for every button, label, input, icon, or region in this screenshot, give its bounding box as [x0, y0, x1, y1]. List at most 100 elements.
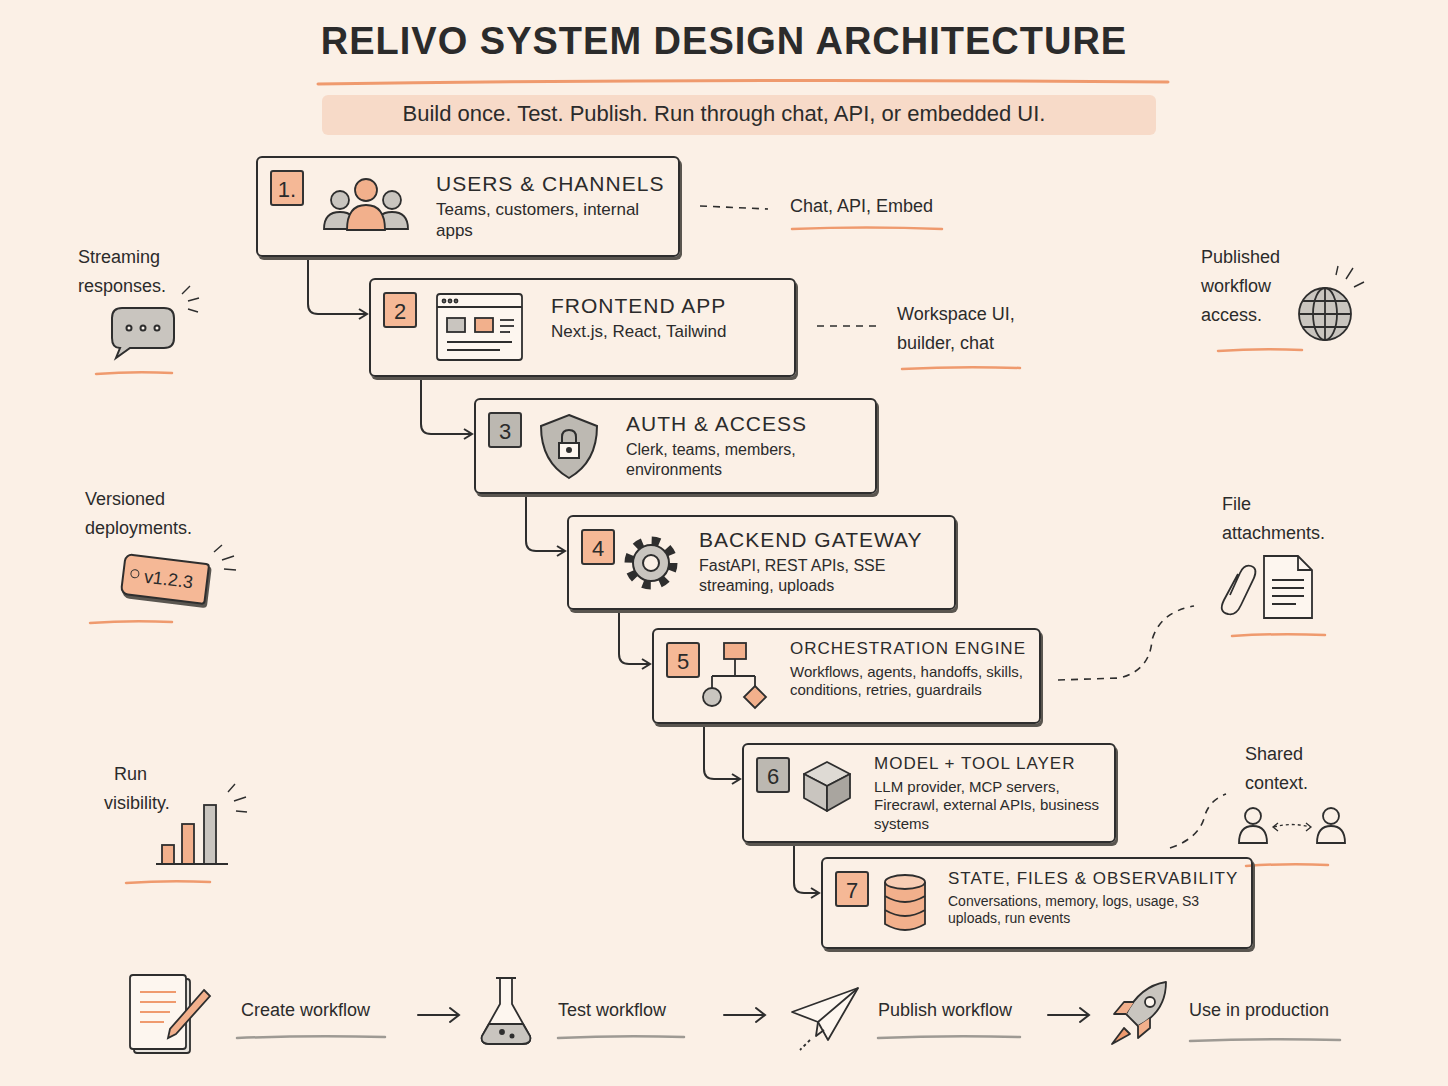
- box-heading: ORCHESTRATION ENGINE: [790, 638, 1026, 660]
- chat-bubble-icon-part: [182, 286, 199, 312]
- paper-plane-icon-part: [792, 988, 858, 1040]
- tag-sparkle: [214, 545, 236, 570]
- globe-icon: [1299, 266, 1364, 340]
- gear-icon-part: [643, 555, 659, 571]
- shared-people-icon-part: [1317, 826, 1345, 843]
- layer-box: 2FRONTEND APPNext.js, React, Tailwind: [369, 278, 796, 377]
- database-icon-part: [885, 896, 925, 916]
- flowchart-icon-part: [744, 686, 766, 708]
- underlines-part: [126, 881, 210, 883]
- box-heading: BACKEND GATEWAY: [699, 526, 922, 553]
- attachment-icon: [1222, 556, 1312, 618]
- tag-text: v1.2.3: [142, 558, 200, 602]
- version-tag: v1.2.3: [120, 553, 210, 605]
- flask-icon-part: [500, 1030, 504, 1034]
- box-text: BACKEND GATEWAYFastAPI, REST APIs, SSE s…: [699, 517, 954, 603]
- side-note: Versioned deployments.: [85, 485, 235, 543]
- underlines-part: [96, 372, 172, 374]
- side-note: Streaming responses.: [78, 243, 188, 301]
- bar-chart-icon-part: [228, 784, 247, 812]
- bottom-underlines-part: [1190, 1039, 1340, 1041]
- globe-icon-part: [1299, 313, 1351, 315]
- chat-bubble-icon-part: [141, 326, 146, 331]
- box-heading: USERS & CHANNELS: [436, 170, 664, 197]
- step-label: Create workflow: [241, 996, 411, 1025]
- cube-icon: [804, 762, 850, 811]
- shared-people-icon-part: [1239, 826, 1267, 843]
- shared-people-icon: [1239, 808, 1345, 843]
- notepad-icon-part: [130, 975, 186, 1049]
- rocket-icon-part: [1145, 997, 1155, 1007]
- flow-connector: [619, 610, 650, 664]
- layer-box: 4BACKEND GATEWAYFastAPI, REST APIs, SSE …: [567, 515, 956, 610]
- box-text: USERS & CHANNELSTeams, customers, intern…: [436, 158, 678, 250]
- box-body: Workflows, agents, handoffs, skills, con…: [790, 663, 1029, 700]
- people-icon-part: [331, 191, 349, 209]
- title: RELIVO SYSTEM DESIGN ARCHITECTURE: [0, 20, 1448, 63]
- flask-icon-part: [482, 978, 531, 1044]
- side-note: Published workflow access.: [1201, 243, 1293, 329]
- caption: Build once. Test. Publish. Run through c…: [0, 101, 1448, 127]
- box-heading: STATE, FILES & OBSERVABILITY: [948, 868, 1238, 890]
- layer-box: 6MODEL + TOOL LAYERLLM provider, MCP ser…: [742, 743, 1116, 843]
- box-body: Conversations, memory, logs, usage, S3 u…: [948, 893, 1241, 927]
- gear-icon: [629, 541, 673, 585]
- layer-box: 7STATE, FILES & OBSERVABILITYConversatio…: [821, 857, 1253, 949]
- database-icon: [885, 875, 925, 930]
- attachment-icon-part: [1298, 556, 1312, 570]
- layer-box: 3 AUTH & ACCESSClerk, teams, members, env…: [474, 398, 877, 494]
- browser-icon-part: [475, 318, 493, 332]
- shield-icon: [541, 415, 597, 478]
- shared-people-icon-part: [1245, 808, 1261, 824]
- browser-icon-part: [443, 300, 446, 303]
- flask-icon-part: [510, 1034, 513, 1037]
- flask-icon-part: [482, 1024, 531, 1044]
- bar-chart-icon-part: [204, 805, 216, 864]
- attachment-icon-part: [1264, 556, 1312, 618]
- flow-arrows-part: [724, 1008, 765, 1022]
- side-note: File attachments.: [1222, 490, 1352, 548]
- step-label: Publish workflow: [878, 996, 1048, 1025]
- globe-icon-part: [1299, 288, 1351, 340]
- side-note: Workspace UI, builder, chat: [897, 300, 1037, 358]
- side-note: Run visibility.: [104, 760, 196, 818]
- flask-icon: [482, 978, 531, 1044]
- callout-number: 3: [488, 412, 522, 448]
- box-text: AUTH & ACCESSClerk, teams, members, envi…: [626, 400, 875, 487]
- box-body: LLM provider, MCP servers, Firecrawl, ex…: [874, 778, 1104, 833]
- browser-icon-part: [437, 306, 522, 308]
- callout-number: 5: [666, 642, 700, 678]
- paper-plane-icon: [792, 988, 858, 1050]
- gear-icon-part: [633, 545, 669, 581]
- people-icon-part: [355, 179, 377, 201]
- caption-band-part: [318, 80, 1168, 84]
- globe-icon-part: [1336, 266, 1364, 287]
- people-icon-part: [347, 205, 385, 230]
- side-note: Shared context.: [1245, 740, 1335, 798]
- attachment-icon-part: [1222, 566, 1256, 615]
- flow-connector: [421, 377, 472, 434]
- bottom-underlines: [237, 1036, 1340, 1041]
- shield-icon-part: [562, 430, 576, 444]
- browser-icon-part: [449, 300, 452, 303]
- database-icon-part: [885, 875, 925, 889]
- shield-icon-part: [541, 415, 597, 478]
- underlines-part: [1218, 349, 1302, 351]
- browser-icon-part: [455, 300, 458, 303]
- flow-connector: [308, 257, 367, 314]
- rocket-icon: [1112, 982, 1166, 1044]
- side-note: Chat, API, Embed: [790, 192, 960, 221]
- flow-connector: [526, 494, 565, 551]
- flow-arrows-part: [1048, 1008, 1089, 1022]
- box-text: STATE, FILES & OBSERVABILITY Conversation…: [948, 859, 1251, 935]
- leader-lines-part: [1170, 794, 1226, 848]
- leader-lines-part: [700, 206, 768, 209]
- box-heading: MODEL + TOOL LAYER: [874, 753, 1075, 775]
- shared-people-icon-part: [1273, 823, 1311, 831]
- browser-icon-part: [500, 319, 514, 321]
- notepad-icon-part: [168, 990, 210, 1038]
- box-body: Clerk, teams, members, environments: [626, 440, 865, 479]
- paper-plane-icon-part: [800, 1040, 810, 1050]
- bar-chart-icon-part: [162, 845, 174, 864]
